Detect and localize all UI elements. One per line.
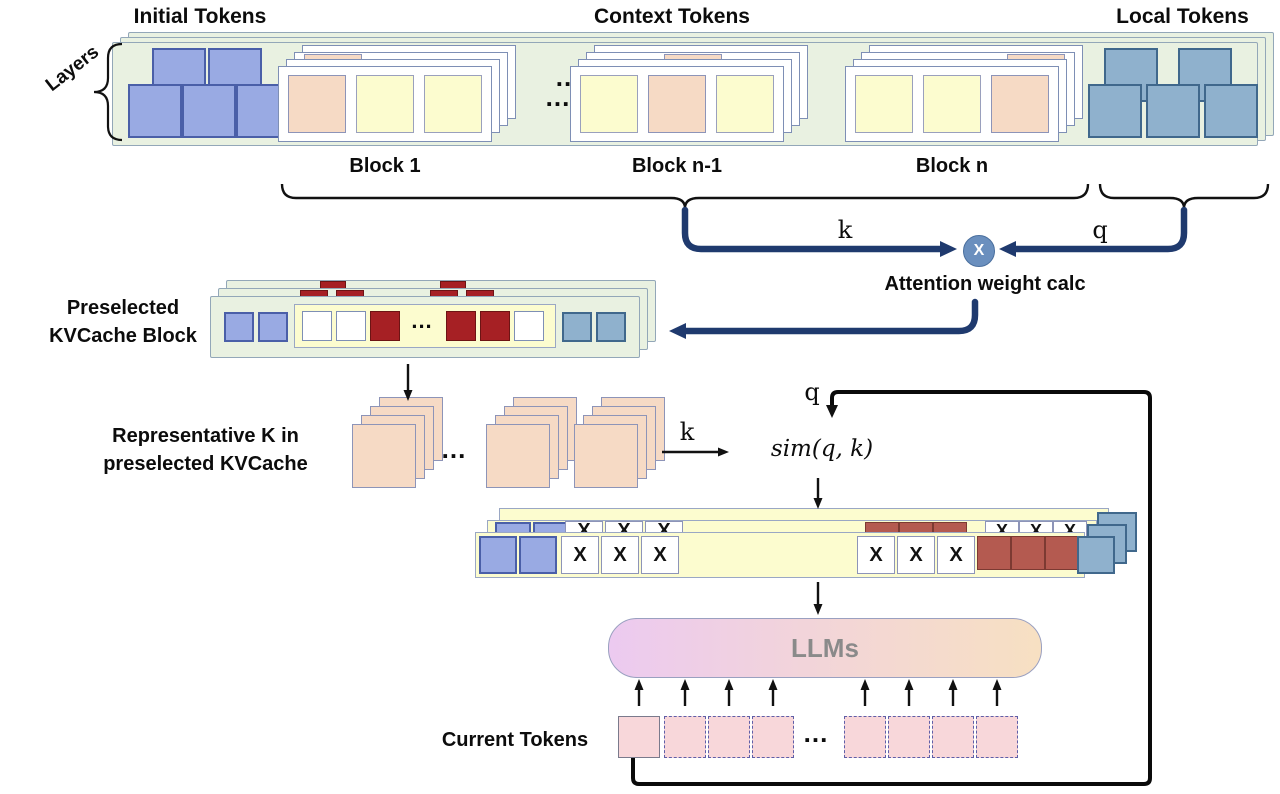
context-token-square <box>648 75 706 133</box>
context-token-square <box>580 75 638 133</box>
selection-x-square: X <box>937 536 975 574</box>
initial-tokens-label: Initial Tokens <box>133 5 267 28</box>
selection-red-square <box>1011 536 1045 570</box>
context-token-square <box>855 75 913 133</box>
local-tokens-brace <box>1098 183 1270 209</box>
representative-label-line2: preselected KVCache <box>103 453 308 475</box>
preselected-white-square <box>336 311 366 341</box>
representative-k-card <box>574 424 638 488</box>
preselected-local-square <box>596 312 626 342</box>
current-token-square <box>618 716 660 758</box>
preselected-white-square <box>302 311 332 341</box>
future-token-square <box>888 716 930 758</box>
selection-x-square: X <box>601 536 639 574</box>
preselected-initial-square <box>224 312 254 342</box>
llm-label: LLMs <box>791 632 859 663</box>
llm-pill: LLMs <box>608 618 1042 678</box>
selection-initial-square <box>479 536 517 574</box>
band-gap-dots-lower: ... <box>545 82 571 112</box>
preselected-white-square <box>514 311 544 341</box>
block-1-label: Block 1 <box>349 155 421 177</box>
local-token-square <box>1204 84 1258 138</box>
band-gap-dots-upper: .. <box>555 62 573 92</box>
preselected-selected-square <box>370 311 400 341</box>
context-token-square <box>991 75 1049 133</box>
preselected-label-line1: Preselected <box>66 297 180 319</box>
local-tokens-label: Local Tokens <box>1116 5 1249 28</box>
initial-token-square <box>182 84 236 138</box>
future-token-square <box>976 716 1018 758</box>
representative-k-card <box>352 424 416 488</box>
representative-k-card <box>486 424 550 488</box>
multiply-node: X <box>963 235 995 267</box>
context-token-square <box>716 75 774 133</box>
selection-x-square: X <box>857 536 895 574</box>
context-blocks-brace <box>280 183 1090 209</box>
k-arrow <box>681 206 957 257</box>
selection-x-square: X <box>561 536 599 574</box>
future-token-square <box>752 716 794 758</box>
selection-red-square <box>977 536 1011 570</box>
future-token-square <box>844 716 886 758</box>
future-token-square <box>708 716 750 758</box>
context-token-square <box>923 75 981 133</box>
selection-x-square: X <box>641 536 679 574</box>
attention-caption: Attention weight calc <box>884 273 1086 295</box>
preselected-label-line2: KVCache Block <box>49 325 197 347</box>
attention-output-arrow <box>669 298 979 339</box>
q-top-label: q <box>1092 216 1108 244</box>
selection-x-square: X <box>897 536 935 574</box>
preselected-dots: ... <box>411 308 433 333</box>
block-n-label: Block n <box>915 155 989 177</box>
context-token-square <box>424 75 482 133</box>
k-top-label: k <box>837 216 853 244</box>
preselected-selected-square <box>446 311 476 341</box>
preselected-initial-square <box>258 312 288 342</box>
layers-label: Layers <box>41 41 104 96</box>
preselected-selected-square <box>480 311 510 341</box>
future-token-square <box>664 716 706 758</box>
representative-label-line1: Representative K in <box>112 425 299 447</box>
representative-dots: ... <box>441 434 467 464</box>
local-token-square <box>1146 84 1200 138</box>
local-token-square <box>1088 84 1142 138</box>
k-mid-label: k <box>679 418 695 446</box>
selection-local-square <box>1077 536 1115 574</box>
preselected-local-square <box>562 312 592 342</box>
selection-initial-square <box>519 536 557 574</box>
current-tokens-label: Current Tokens <box>441 729 589 751</box>
selection-red-square <box>1045 536 1079 570</box>
context-tokens-label: Context Tokens <box>594 5 750 28</box>
block-n-1-label: Block n-1 <box>631 155 723 177</box>
future-token-square <box>932 716 974 758</box>
context-token-square <box>288 75 346 133</box>
context-token-square <box>356 75 414 133</box>
initial-token-square <box>128 84 182 138</box>
q-mid-label: q <box>804 378 820 406</box>
sim-expression: sim(q, k) <box>770 436 874 462</box>
current-tokens-dots: ... <box>803 718 829 748</box>
